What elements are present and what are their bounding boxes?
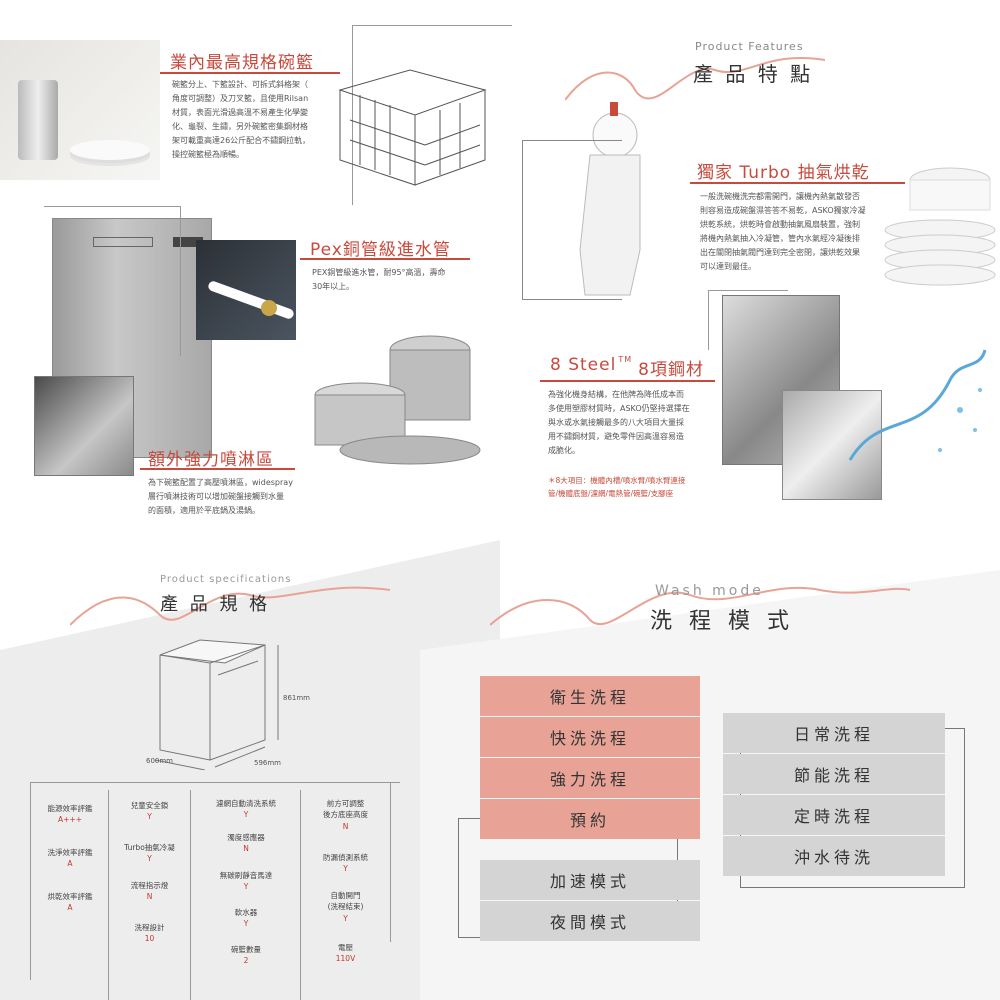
mode-boost: 加速模式 [480, 860, 700, 900]
spec-childlock-label: 兒童安全鎖 [130, 801, 169, 810]
pots-image [314, 335, 481, 465]
spec-energy-label: 能源效率評鑑 [47, 804, 93, 813]
decorative-wave [565, 56, 825, 101]
wash-wave [490, 586, 910, 626]
steel-title-main: 8 Steel [550, 355, 617, 375]
rack-title: 業內最高規格碗籃 [170, 53, 314, 73]
pex-top-line [44, 206, 180, 207]
turbo-box-outline [522, 140, 622, 300]
spec-turbidity-value: N [243, 844, 249, 853]
pex-pipe-photo [196, 240, 296, 340]
spray-description: 為下碗籃配置了高壓噴淋區，widespray 層行噴淋技術可以增加碗盤接觸到水量… [148, 478, 293, 515]
spec-baskets-label: 碗籃數量 [231, 945, 261, 954]
dimension-height: 861mm [283, 694, 310, 702]
spec-filter-label: 濾網自動清洗系統 [216, 799, 276, 808]
spec-baskets-value: 2 [243, 956, 249, 965]
spec-turbidity-label: 濁度感應器 [227, 833, 265, 842]
water-splash-image [848, 349, 987, 461]
spec-programs-label: 洗程設計 [134, 923, 165, 932]
turbo-title-underline [690, 182, 905, 184]
pex-divider [180, 206, 181, 356]
rack-top-line [352, 25, 512, 26]
rack-description: 碗籃分上、下籃設計、可拆式斜格架（ 角度可調整）及刀叉籃，且使用Rilsan 材… [172, 80, 311, 159]
steel-rack-photo [782, 390, 882, 500]
spec-childlock-value: Y [147, 812, 152, 821]
mode-intensive: 強力洗程 [480, 758, 700, 798]
spec-softener-value: Y [243, 919, 249, 928]
spec-autodoor-label: 自動開門(洗程結束) [327, 891, 364, 911]
specs-header-zh: 產 品 規 格 [160, 594, 271, 615]
turbo-fan-part-image [579, 102, 641, 296]
spec-height-adjust-label: 前方可調整後方底座高度 [323, 799, 368, 819]
steel-divider-vertical [708, 290, 709, 350]
specs-header-en: Product specifications [160, 574, 292, 585]
mode-eco: 節能洗程 [723, 754, 945, 794]
mode-rinse-hold: 沖水待洗 [723, 836, 945, 876]
mode-night: 夜間模式 [480, 901, 700, 941]
steel-title-suffix: 8項鋼材 [638, 360, 704, 380]
features-header-en: Product Features [695, 40, 804, 53]
mode-daily: 日常洗程 [723, 713, 945, 753]
spec-voltage-value: 110V [335, 954, 356, 963]
spec-dry-value: A [67, 903, 73, 912]
dish-rack-image [338, 69, 487, 186]
spec-voltage-label: 電壓 [338, 943, 353, 952]
spec-wash-label: 洗淨效率評鑑 [47, 848, 93, 857]
steel-note: ＊8大項目：機體內槽/噴水臂/噴水臂連接 管/機體底盤/濾網/電熱管/碗籃/支腳… [548, 476, 686, 498]
turbo-title: 獨家 Turbo 抽氣烘乾 [697, 163, 870, 183]
pex-title: Pex銅管級進水管 [310, 240, 451, 260]
dimension-width: 596mm [254, 759, 281, 767]
spec-softener-label: 軟水器 [234, 908, 258, 917]
dimension-depth: 600mm [146, 757, 173, 765]
spec-programs-value: 10 [144, 934, 155, 943]
kitchen-utensils-photo [0, 40, 160, 180]
steel-title: 8 Steel TM 8項鋼材 [550, 355, 704, 380]
features-header-zh: 產 品 特 點 [693, 62, 814, 86]
steel-divider-horizontal [708, 290, 788, 291]
plates-image [884, 167, 996, 286]
spec-autodoor-value: Y [343, 914, 348, 923]
rack-title-underline [160, 72, 340, 74]
steel-title-underline [540, 380, 715, 382]
pex-title-underline [300, 258, 470, 260]
spec-leak-value: Y [343, 864, 348, 873]
rack-divider [352, 25, 353, 205]
spec-leak-label: 防漏偵測系統 [323, 853, 368, 862]
mode-sanitize: 衛生洗程 [480, 676, 700, 716]
turbo-description: 一般洗碗機洗完都需開門，讓機內熱氣散發否 則容易造成碗盤濕答答不易乾，ASKO獨… [700, 192, 866, 271]
spray-title: 額外強力噴淋區 [148, 450, 274, 470]
wash-header-zh: 洗 程 模 式 [650, 609, 794, 634]
spec-energy-value: A+++ [58, 815, 82, 824]
spec-filter-value: Y [243, 810, 249, 819]
spec-indicator-label: 流程指示燈 [130, 881, 169, 890]
mode-quick: 快洗洗程 [480, 717, 700, 757]
spec-height-adjust-value: N [342, 822, 349, 831]
spec-indicator-value: N [146, 892, 153, 901]
spec-turbo-value: Y [147, 854, 152, 863]
spray-zone-photo [34, 376, 134, 476]
spec-turbo-label: Turbo抽氣冷凝 [124, 843, 175, 852]
mode-timer: 定時洗程 [723, 795, 945, 835]
spec-motor-label: 無碳刷靜音馬達 [219, 871, 273, 880]
specs-wave [70, 586, 390, 626]
spec-dry-label: 烘乾效率評鑑 [47, 892, 93, 901]
spray-title-underline [140, 468, 295, 470]
steel-description: 為強化機身結構，在他牌為降低成本而 多使用塑膠材質時，ASKO仍堅持選擇在 與水… [548, 390, 690, 455]
spec-motor-value: Y [243, 882, 249, 891]
pex-description: PEX銅管級進水管，耐95°高溫，壽命 30年以上。 [312, 268, 446, 291]
dishwasher-dimension-drawing [154, 639, 279, 770]
wash-header-en: Wash mode [655, 583, 764, 599]
mode-delay: 預約 [480, 799, 700, 839]
steel-trademark: TM [618, 355, 633, 364]
spec-wash-value: A [67, 859, 73, 868]
